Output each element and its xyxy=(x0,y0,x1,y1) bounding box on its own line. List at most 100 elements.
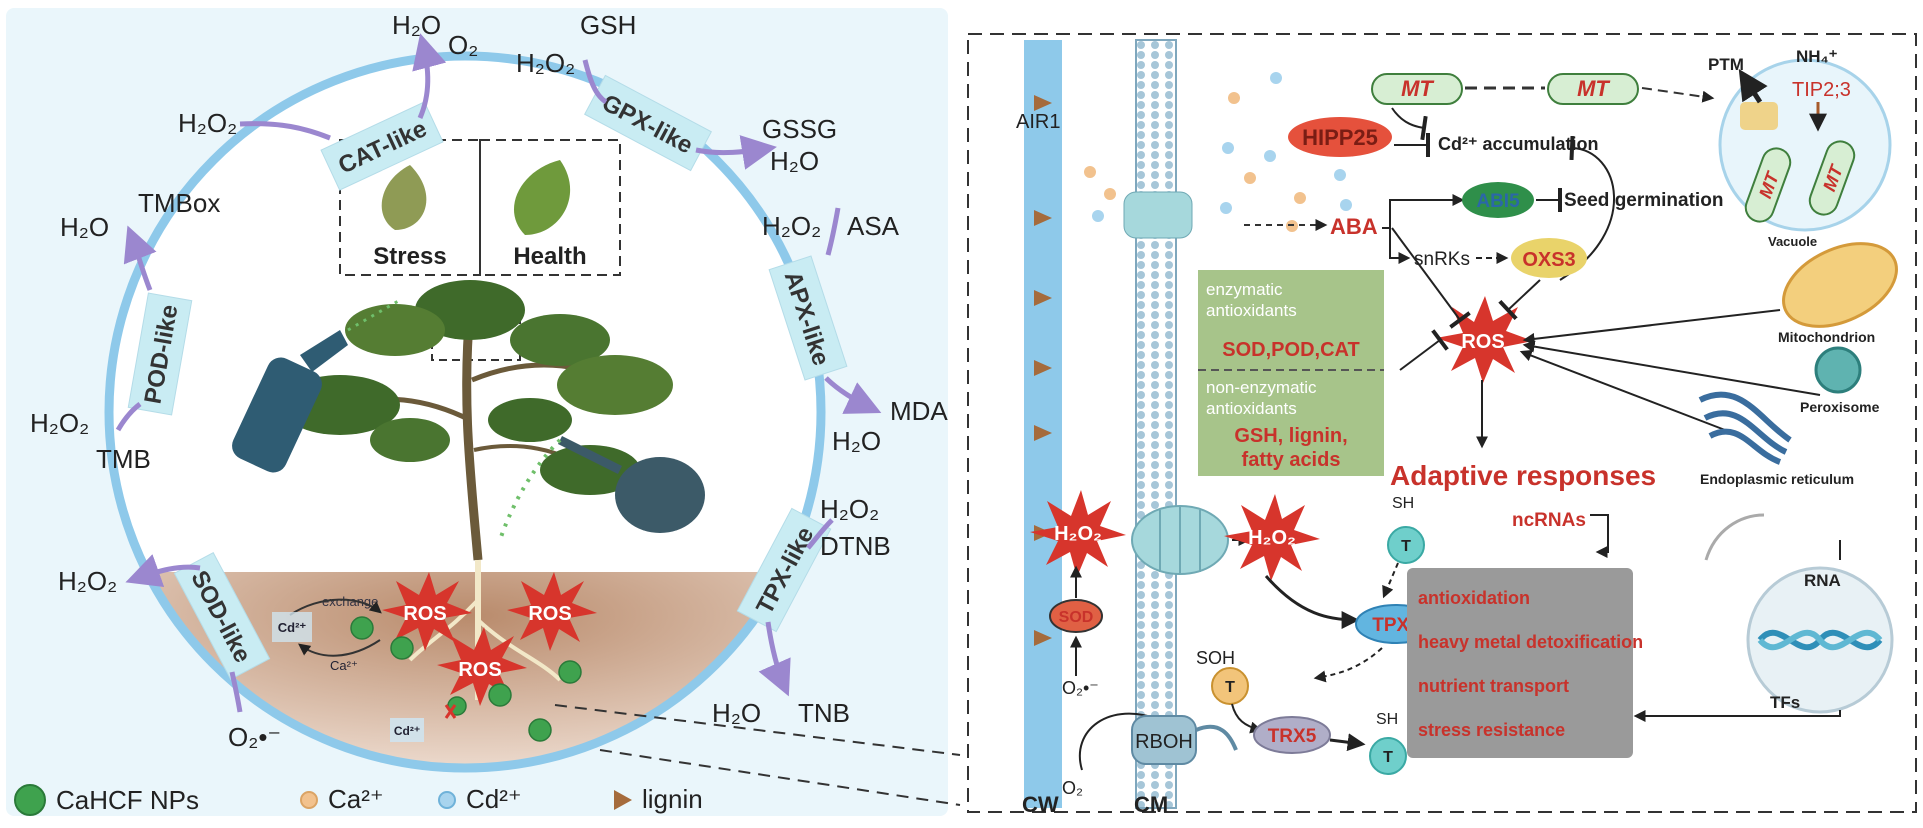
health-label: Health xyxy=(513,243,586,270)
sod-product: H₂O₂ xyxy=(58,566,117,596)
mt-inhibit xyxy=(1391,107,1428,141)
reaction-arrows xyxy=(115,33,882,713)
perox-to-ros-arrow xyxy=(1522,340,1821,396)
ros-burst-1 xyxy=(382,572,472,651)
legend-nanoparticle: CaHCF NPs xyxy=(14,784,199,816)
t-label-2: T xyxy=(1225,679,1235,696)
mt-to-vacuole-arrow xyxy=(1641,87,1715,103)
ca-soil-label: Ca²⁺ xyxy=(330,658,358,673)
tip23-label: TIP2;3 xyxy=(1792,79,1851,101)
peroxiporin-icon xyxy=(1131,505,1229,575)
thiol-circle-1 xyxy=(1387,526,1425,564)
adaptive-responses-label: Adaptive responses xyxy=(1390,460,1656,491)
cd-cube-icon-2 xyxy=(390,718,424,742)
gpx-substrate-h2o2: H₂O₂ xyxy=(516,48,575,78)
mt-label-2: MT xyxy=(1577,76,1610,101)
cadmium-swatch xyxy=(438,790,456,809)
soh-label: SOH xyxy=(1196,648,1235,668)
h2o2-label-1: H₂O₂ xyxy=(1054,523,1102,545)
outcome-4: stress resistance xyxy=(1418,720,1565,740)
ros-center-label: ROS xyxy=(1461,331,1504,353)
mito-to-ros-arrow xyxy=(1522,309,1781,345)
zoom-line-1 xyxy=(554,704,961,756)
apx-like-box xyxy=(768,255,848,381)
lignin-swatch-icon xyxy=(614,789,632,810)
enzyme-ring xyxy=(104,51,826,773)
peroxisome-icon xyxy=(1814,346,1862,394)
ncrnas-label: ncRNAs xyxy=(1512,510,1586,531)
enzymatic-label: enzymatic xyxy=(1206,280,1283,299)
ptm-label: PTM xyxy=(1708,55,1744,74)
trx5-label: TRX5 xyxy=(1268,726,1317,747)
legend-calcium: Ca²⁺ xyxy=(300,784,384,815)
legend-lignin: lignin xyxy=(614,784,703,815)
mitochondrion-label: Mitochondrion xyxy=(1778,329,1875,345)
mt-capsule-3 xyxy=(1744,147,1792,223)
cm-label: CM xyxy=(1134,792,1168,817)
cat-product-water: H₂O xyxy=(392,10,441,40)
sh-label-1: SH xyxy=(1392,495,1414,512)
h2o2-burst-1 xyxy=(1030,490,1126,577)
ros-label-1: ROS xyxy=(403,603,446,625)
ion-channel-icon xyxy=(1123,191,1193,239)
nh4-label: NH₄⁺ xyxy=(1796,47,1838,66)
er-icon xyxy=(1698,391,1792,465)
mitochondrion-icon xyxy=(1782,242,1898,328)
mt-capsule-4 xyxy=(1808,140,1856,216)
tpx-product-tnb: TNB xyxy=(798,698,850,728)
aba-label: ABA xyxy=(1330,214,1378,239)
legend-np-label: CaHCF NPs xyxy=(56,784,200,815)
apx-substrate-asa: ASA xyxy=(847,211,900,241)
outcome-1: antioxidation xyxy=(1418,588,1530,608)
h2o2-burst-2 xyxy=(1224,494,1320,581)
aba-to-snrks xyxy=(1389,228,1411,264)
mt-label-1: MT xyxy=(1401,76,1434,101)
hipp25-ellipse xyxy=(1288,117,1392,157)
non-enzymatic-label: non-enzymatic xyxy=(1206,378,1317,397)
pod-substrate-tmb: TMB xyxy=(96,444,151,474)
cell-membrane xyxy=(1136,40,1176,808)
legend-lignin-label: lignin xyxy=(642,784,703,814)
tfs-arrow xyxy=(1633,710,1841,722)
o2-to-rboh-arrow xyxy=(1079,712,1161,771)
cd-soil-label-2: Cd²⁺ xyxy=(394,724,420,738)
tpx-like-box xyxy=(736,507,832,633)
blocked-mark-icon xyxy=(444,704,457,719)
er-to-ros-arrow xyxy=(1519,349,1726,431)
apx-product-mda: MDA xyxy=(890,396,948,426)
oxygen-label: O₂ xyxy=(1062,778,1083,798)
exchange-label: exchange xyxy=(322,594,378,609)
tfs-label: TFs xyxy=(1770,693,1800,712)
sod-substrate: O₂•⁻ xyxy=(228,722,281,752)
ros-label-3: ROS xyxy=(458,659,501,681)
cd-soil-label: Cd²⁺ xyxy=(278,620,307,635)
sod-label: SOD xyxy=(1059,609,1094,626)
snrks-label: snRKs xyxy=(1414,249,1470,270)
outcomes-box xyxy=(1407,568,1633,758)
lignin-markers xyxy=(1034,95,1052,646)
exchange-arrow-bottom xyxy=(298,639,381,657)
apx-product-water: H₂O xyxy=(832,426,881,456)
enzymatic-list: SOD,POD,CAT xyxy=(1222,339,1359,361)
stressed-leaf-icon xyxy=(381,165,427,230)
ros-burst-2 xyxy=(507,572,597,651)
ion-particles xyxy=(1084,72,1352,232)
cell-wall xyxy=(1024,40,1062,808)
abi5-ellipse xyxy=(1462,182,1534,218)
non-enzymatic-label-2: antioxidants xyxy=(1206,399,1297,418)
air1-label: AIR1 xyxy=(1016,111,1060,133)
cd-accumulation-label: Cd²⁺ accumulation xyxy=(1438,134,1599,154)
rna-label: RNA xyxy=(1804,571,1841,590)
enzymatic-label-2: antioxidants xyxy=(1206,301,1297,320)
cat-like-box xyxy=(320,101,444,191)
watering-can-icon xyxy=(498,435,705,541)
aba-to-abi5 xyxy=(1382,194,1465,229)
rboh-icon xyxy=(1131,715,1197,765)
pod-product-tmbox: TMBox xyxy=(138,188,220,218)
thiol-circle-2 xyxy=(1211,667,1249,705)
cat-product-oxygen: O₂ xyxy=(448,30,478,60)
rboh-label: RBOH xyxy=(1135,731,1193,753)
oxs3-ellipse xyxy=(1511,238,1587,278)
